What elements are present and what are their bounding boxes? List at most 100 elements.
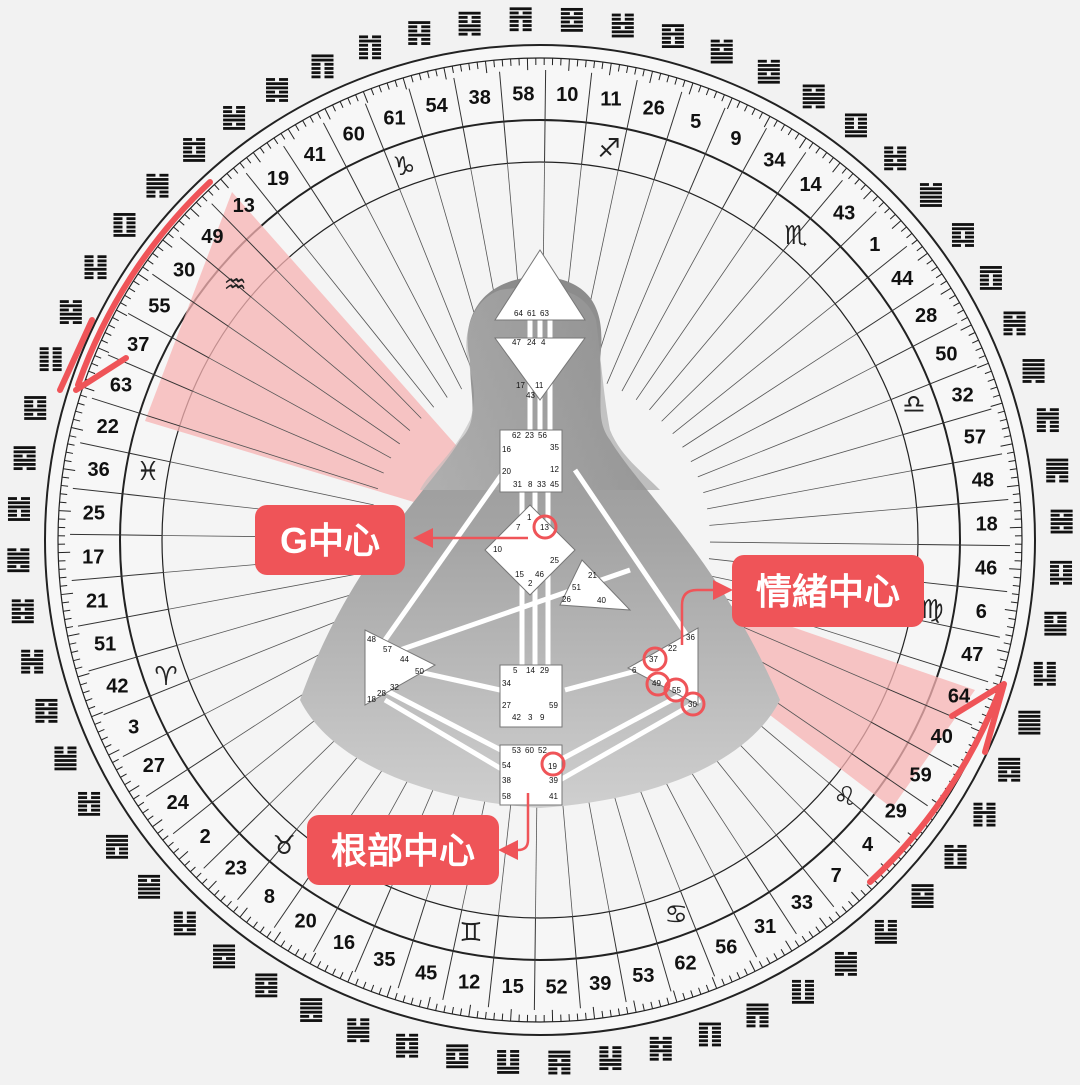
hexagram-line xyxy=(8,518,30,521)
hexagram-line xyxy=(1034,679,1056,682)
hexagram-line xyxy=(993,279,1002,282)
wheel-gate-number: 19 xyxy=(267,168,289,190)
wheel-gate-number: 36 xyxy=(88,459,110,481)
degree-tick xyxy=(1014,577,1021,578)
hexagram-line xyxy=(266,78,275,81)
hexagram-line xyxy=(760,1025,769,1028)
hexagram-icon xyxy=(998,758,1020,782)
hexagram-line xyxy=(40,356,49,359)
wheel-gate-number: 20 xyxy=(294,911,316,933)
hexagram-line xyxy=(1011,779,1020,782)
hexagram-line xyxy=(650,1037,659,1040)
hexagram-line xyxy=(998,775,1020,778)
hexagram-line xyxy=(54,763,76,766)
hexagram-icon xyxy=(973,803,995,827)
hexagram-line xyxy=(912,884,934,887)
hexagram-line xyxy=(965,231,974,234)
hexagram-line xyxy=(183,159,205,162)
hexagram-line xyxy=(54,747,63,750)
hexagram-line xyxy=(1063,569,1072,572)
hexagram-line xyxy=(60,313,82,316)
gemini-icon: ♊ xyxy=(459,918,482,948)
wheel-gate-number: 14 xyxy=(799,174,822,196)
hexagram-line xyxy=(510,28,519,31)
hexagram-line xyxy=(12,620,34,623)
hexagram-line xyxy=(758,72,767,75)
hexagram-line xyxy=(1046,467,1068,470)
hexagram-icon xyxy=(875,920,897,944)
hexagram-line xyxy=(311,59,333,62)
hexagram-icon xyxy=(54,747,76,771)
hexagram-line xyxy=(138,896,160,899)
hexagram-line xyxy=(724,48,733,51)
degree-tick xyxy=(1014,502,1021,503)
wheel-gate-number: 35 xyxy=(373,949,395,971)
hexagram-line xyxy=(980,266,1002,269)
heart-gate: 26 xyxy=(562,595,571,604)
hexagram-line xyxy=(78,813,100,816)
hexagram-icon xyxy=(174,912,196,936)
root-gate: 58 xyxy=(502,792,511,801)
root-gate: 41 xyxy=(549,792,558,801)
g-gate: 7 xyxy=(516,523,521,532)
hexagram-line xyxy=(747,1012,769,1015)
hexagram-line xyxy=(993,283,1002,286)
hexagram-line xyxy=(119,852,128,855)
g-gate: 10 xyxy=(493,545,502,554)
hexagram-line xyxy=(446,1057,455,1060)
hexagram-line xyxy=(106,835,128,838)
hexagram-line xyxy=(1023,359,1045,362)
hexagram-line xyxy=(60,300,69,303)
hexagram-line xyxy=(875,933,897,936)
degree-tick xyxy=(577,1014,578,1021)
hexagram-line xyxy=(758,81,780,84)
hexagram-line xyxy=(255,994,277,997)
hexagram-line xyxy=(897,167,906,170)
hexagram-line xyxy=(1023,380,1032,383)
hexagram-line xyxy=(945,849,967,852)
hexagram-line xyxy=(48,712,57,715)
hexagram-line xyxy=(25,616,34,619)
hexagram-line xyxy=(675,28,684,31)
hexagram-icon xyxy=(803,85,825,109)
hexagram-line xyxy=(146,195,155,198)
hexagram-line xyxy=(372,52,381,55)
throat-center: 62 23 56 16 35 20 12 31 8 33 45 xyxy=(500,430,562,492)
hexagram-line xyxy=(1050,421,1059,424)
sacral-gate: 27 xyxy=(502,701,511,710)
hexagram-line xyxy=(183,146,192,149)
hexagram-line xyxy=(446,1049,468,1052)
hexagram-line xyxy=(347,1023,356,1026)
hexagram-line xyxy=(952,227,974,230)
hexagram-line xyxy=(146,182,168,185)
hexagram-icon xyxy=(359,35,381,59)
hexagram-line xyxy=(324,67,333,70)
hexagram-line xyxy=(85,268,107,271)
hexagram-icon xyxy=(912,884,934,908)
hexagram-line xyxy=(7,557,29,560)
hexagram-line xyxy=(35,716,57,719)
spleen-gate: 28 xyxy=(377,689,386,698)
hexagram-line xyxy=(459,1053,468,1056)
hexagram-icon xyxy=(40,347,62,371)
hexagram-line xyxy=(14,463,36,466)
hexagram-line xyxy=(965,236,974,239)
hexagram-line xyxy=(347,1035,369,1038)
hexagram-icon xyxy=(835,952,857,976)
sacral-gate: 42 xyxy=(512,713,521,722)
hexagram-line xyxy=(98,264,107,267)
hexagram-line xyxy=(650,1054,659,1057)
hexagram-line xyxy=(396,1042,405,1045)
hexagram-line xyxy=(805,980,814,983)
hexagram-line xyxy=(803,106,812,109)
hexagram-icon xyxy=(548,1051,570,1075)
hexagram-line xyxy=(40,368,49,371)
hexagram-icon xyxy=(980,266,1002,290)
hexagram-line xyxy=(875,920,884,923)
heart-gate: 51 xyxy=(572,583,581,592)
hexagram-line xyxy=(1037,412,1059,415)
root-gate: 39 xyxy=(549,776,558,785)
hexagram-line xyxy=(711,56,733,59)
hexagram-icon xyxy=(1034,662,1056,686)
